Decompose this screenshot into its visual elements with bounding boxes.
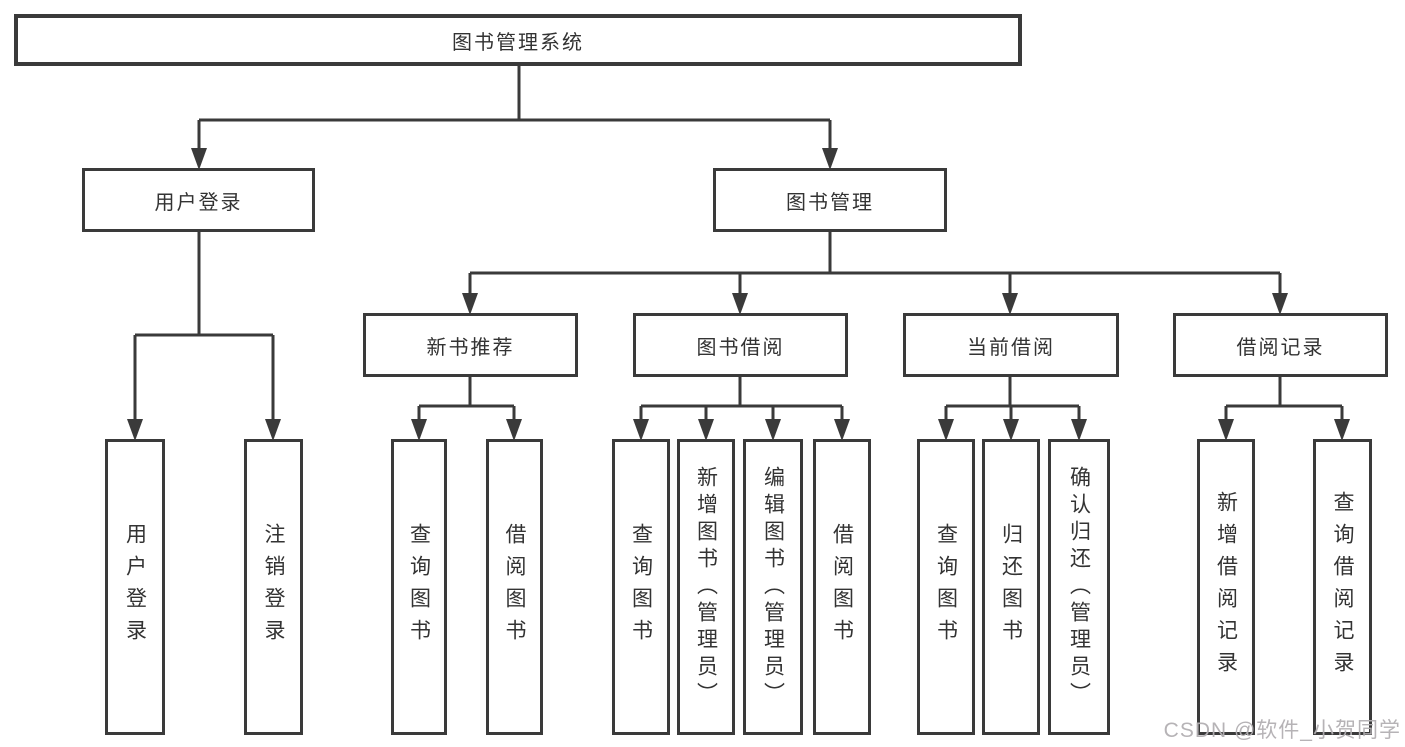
- node-label: 注销登录: [262, 523, 285, 651]
- connector-root-to-level2: [191, 66, 838, 170]
- watermark: CSDN @软件_小贺同学: [1163, 719, 1401, 742]
- node-label: 借阅记录: [1236, 336, 1325, 359]
- leaf-user-login: 用户登录: [105, 439, 165, 735]
- node-label: 确认归还（管理员）: [1067, 465, 1091, 709]
- connector-records-to-leaves: [1218, 377, 1350, 441]
- node-label: 新书推荐: [426, 336, 515, 359]
- arrowhead: [462, 293, 478, 315]
- arrowhead: [1334, 419, 1350, 441]
- node-user-login: 用户登录: [82, 168, 315, 232]
- leaf-current-return-book: 归还图书: [982, 439, 1040, 735]
- arrowhead: [127, 419, 143, 441]
- arrowhead: [698, 419, 714, 441]
- node-label: 借阅图书: [830, 523, 854, 651]
- arrowhead: [506, 419, 522, 441]
- node-new-book-recommend: 新书推荐: [363, 313, 578, 377]
- arrowhead: [1002, 293, 1018, 315]
- leaf-borrow-edit-book-admin: 编辑图书（管理员）: [743, 439, 803, 735]
- leaf-borrow-query-book: 查询图书: [612, 439, 670, 735]
- node-library-management-system: 图书管理系统: [14, 14, 1022, 66]
- connector-current-to-leaves: [938, 377, 1087, 441]
- leaf-recommend-borrow-book: 借阅图书: [486, 439, 543, 735]
- arrowhead: [822, 148, 838, 170]
- node-label: 用户登录: [154, 191, 243, 214]
- node-label: 图书管理: [786, 191, 874, 214]
- node-label: 当前借阅: [967, 336, 1055, 359]
- node-label: 编辑图书（管理员）: [761, 465, 785, 709]
- node-borrow-records: 借阅记录: [1173, 313, 1388, 377]
- node-current-borrow: 当前借阅: [903, 313, 1119, 377]
- arrowhead: [732, 293, 748, 315]
- arrowhead: [1071, 419, 1087, 441]
- node-label: 查询图书: [934, 523, 958, 651]
- node-label: 新增图书（管理员）: [694, 465, 718, 709]
- leaf-records-add-record: 新增借阅记录: [1197, 439, 1255, 735]
- arrowhead: [1218, 419, 1234, 441]
- node-label: 新增借阅记录: [1214, 491, 1238, 683]
- node-label: 图书管理系统: [452, 31, 584, 54]
- leaf-current-confirm-return-admin: 确认归还（管理员）: [1048, 439, 1110, 735]
- connector-mgmt-to-level3: [462, 232, 1288, 315]
- connector-borrow-to-leaves: [633, 377, 850, 441]
- node-label: 用户登录: [123, 523, 147, 651]
- arrowhead: [938, 419, 954, 441]
- node-label: 查询借阅记录: [1331, 491, 1354, 683]
- leaf-logout: 注销登录: [244, 439, 303, 735]
- arrowhead: [633, 419, 649, 441]
- leaf-borrow-borrow-book: 借阅图书: [813, 439, 871, 735]
- node-book-borrow: 图书借阅: [633, 313, 848, 377]
- arrowhead: [765, 419, 781, 441]
- connector-recommend-to-leaves: [411, 377, 522, 441]
- node-label: 查询图书: [407, 523, 431, 651]
- arrowhead: [265, 419, 281, 441]
- arrowhead: [1272, 293, 1288, 315]
- arrowhead: [834, 419, 850, 441]
- leaf-current-query-book: 查询图书: [917, 439, 975, 735]
- arrowhead: [191, 148, 207, 170]
- arrowhead: [1003, 419, 1019, 441]
- leaf-recommend-query-book: 查询图书: [391, 439, 447, 735]
- node-label: 借阅图书: [503, 523, 526, 651]
- node-label: 图书借阅: [696, 336, 785, 359]
- leaf-borrow-add-book-admin: 新增图书（管理员）: [677, 439, 735, 735]
- node-book-management: 图书管理: [713, 168, 947, 232]
- arrowhead: [411, 419, 427, 441]
- connector-login-to-leaves: [127, 232, 281, 441]
- node-label: 查询图书: [629, 523, 653, 651]
- node-label: 归还图书: [999, 523, 1023, 651]
- leaf-records-query-record: 查询借阅记录: [1313, 439, 1372, 735]
